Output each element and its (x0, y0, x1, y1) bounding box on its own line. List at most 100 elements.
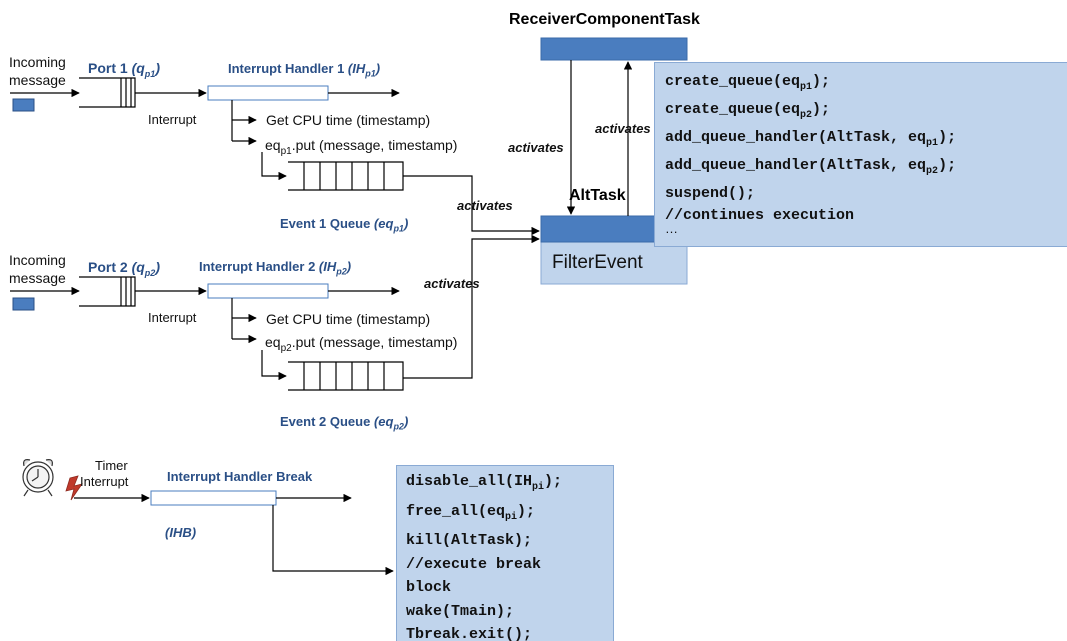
code-text: //continues execution (665, 207, 855, 224)
put-1-pre: eq (265, 137, 281, 153)
port-2-label: Port 2 (qp2) (88, 259, 160, 278)
queue-2-activates-line (403, 234, 540, 379)
put-2-label: eqp2.put (message, timestamp) (265, 334, 457, 354)
interrupt-2-label: Interrupt (148, 310, 197, 325)
incoming-line-2: message (9, 270, 66, 286)
queue-2-end: ) (403, 414, 409, 429)
handler-1-label: Interrupt Handler 1 (IHp1) (228, 61, 380, 79)
put-2-sub: p2 (280, 342, 292, 354)
handler-1-name: Interrupt Handler 1 (228, 61, 345, 76)
activates-label-receiver-left: activates (508, 140, 564, 155)
code-text: free_all(eq (406, 502, 506, 520)
cpu-time-1-label: Get CPU time (timestamp) (266, 112, 431, 128)
port-2-end: ) (155, 259, 160, 275)
code-text: disable_all(IH (406, 473, 533, 490)
code-line: //execute break (406, 553, 562, 577)
port-1-queue (79, 77, 136, 108)
alt-task-label: AltTask (569, 187, 626, 204)
lightning-icon (65, 475, 83, 501)
timer-line-1: Timer (95, 458, 128, 473)
code-text: add_queue_handler(AltTask, eq (665, 129, 927, 146)
receiver-task-title: ReceiverComponentTask (509, 11, 700, 28)
event-queue-1 (288, 161, 404, 191)
incoming-message-1-label: Incoming message (9, 53, 66, 89)
code-text: ); (544, 473, 563, 490)
incoming-line-1: Incoming (9, 252, 66, 268)
code-line: Tbreak.exit(); (406, 623, 562, 641)
code-text: ); (812, 101, 831, 118)
break-to-code-line (272, 505, 394, 576)
filter-event-label: FilterEvent (552, 252, 643, 273)
activates-label-2: activates (424, 276, 480, 291)
code-break-lines: disable_all(IHpi);free_all(eqpi);kill(Al… (406, 470, 562, 641)
code-text: add_queue_handler(AltTask, eq (665, 157, 927, 174)
code-text: ); (938, 129, 957, 146)
code-line: suspend(); (665, 183, 956, 205)
handler-1-end: ) (375, 61, 381, 76)
code-text: block (406, 579, 452, 596)
activates-label-1: activates (457, 198, 513, 213)
code-text: ); (812, 73, 831, 90)
code-line: wake(Tmain); (406, 600, 562, 624)
receiver-task-bar (540, 37, 688, 61)
code-box-main: create_queue(eqp1);create_queue(eqp2);ad… (654, 62, 1067, 247)
code-subscript: p2 (800, 110, 813, 121)
code-subscript: p2 (926, 166, 939, 177)
event-queue-2 (288, 361, 404, 391)
put-1-post: .put (message, timestamp) (291, 137, 458, 153)
queue-1-sub: p1 (393, 223, 404, 234)
port-1-label: Port 1 (qp1) (88, 60, 160, 79)
incoming-message-2-label: Incoming message (9, 251, 66, 287)
code-text: ); (938, 157, 957, 174)
timer-line-2: Interrupt (80, 474, 129, 489)
code-line: //continues execution (665, 205, 956, 227)
code-line: disable_all(IHpi); (406, 470, 562, 500)
handler-2-end: ) (346, 259, 352, 274)
code-text: ); (517, 502, 536, 520)
code-line: add_queue_handler(AltTask, eqp1); (665, 127, 956, 155)
alarm-clock-icon (22, 459, 54, 497)
queue-1-activates-line (403, 175, 540, 236)
code-subscript: p1 (926, 138, 939, 149)
queue-2-name: Event 2 Queue (280, 414, 371, 429)
code-main-lines: create_queue(eqp1);create_queue(eqp2);ad… (665, 71, 956, 227)
put-to-queue-1 (261, 152, 287, 181)
code-line: block (406, 576, 562, 600)
queue-2-sub: p2 (393, 421, 404, 432)
code-text: create_queue(eq (665, 101, 801, 118)
port-1-end: ) (155, 60, 160, 76)
code-main-ellipsis: … (665, 221, 678, 236)
handler-2-sym: (IH (318, 259, 337, 274)
code-line: create_queue(eqp2); (665, 99, 956, 127)
handler-2-sub: p2 (336, 266, 347, 277)
event-queue-1-label: Event 1 Queue (eqp1) (280, 216, 408, 234)
code-text: wake(Tmain); (406, 602, 515, 620)
handler-2-bar (207, 283, 329, 299)
code-line: free_all(eqpi); (406, 500, 562, 530)
ihb-label: (IHB) (165, 525, 197, 540)
code-subscript: p1 (800, 82, 813, 93)
put-1-sub: p1 (280, 145, 292, 157)
handler-break-bar (150, 490, 277, 506)
code-line: add_queue_handler(AltTask, eqp2); (665, 155, 956, 183)
message-icon (12, 297, 35, 311)
queue-2-sym: (eq (373, 414, 394, 429)
code-line: create_queue(eqp1); (665, 71, 956, 99)
incoming-line-2: message (9, 72, 66, 88)
put-1-label: eqp1.put (message, timestamp) (265, 137, 457, 157)
port-2-name: Port 2 (88, 259, 128, 275)
code-text: suspend(); (665, 185, 756, 202)
code-box-break: disable_all(IHpi);free_all(eqpi);kill(Al… (396, 465, 614, 641)
handler-1-sub: p1 (365, 68, 376, 79)
port-2-sub: p2 (144, 267, 156, 278)
code-subscript: pi (532, 482, 545, 493)
event-queue-2-label: Event 2 Queue (eqp2) (280, 414, 408, 432)
handler-1-bar (207, 85, 329, 101)
code-text: kill(AltTask); (406, 532, 533, 549)
code-line: kill(AltTask); (406, 529, 562, 553)
handler-2-name: Interrupt Handler 2 (199, 259, 316, 274)
code-text: //execute break (406, 555, 542, 573)
handler-2-label: Interrupt Handler 2 (IHp2) (199, 259, 351, 277)
put-to-queue-2 (261, 350, 287, 381)
